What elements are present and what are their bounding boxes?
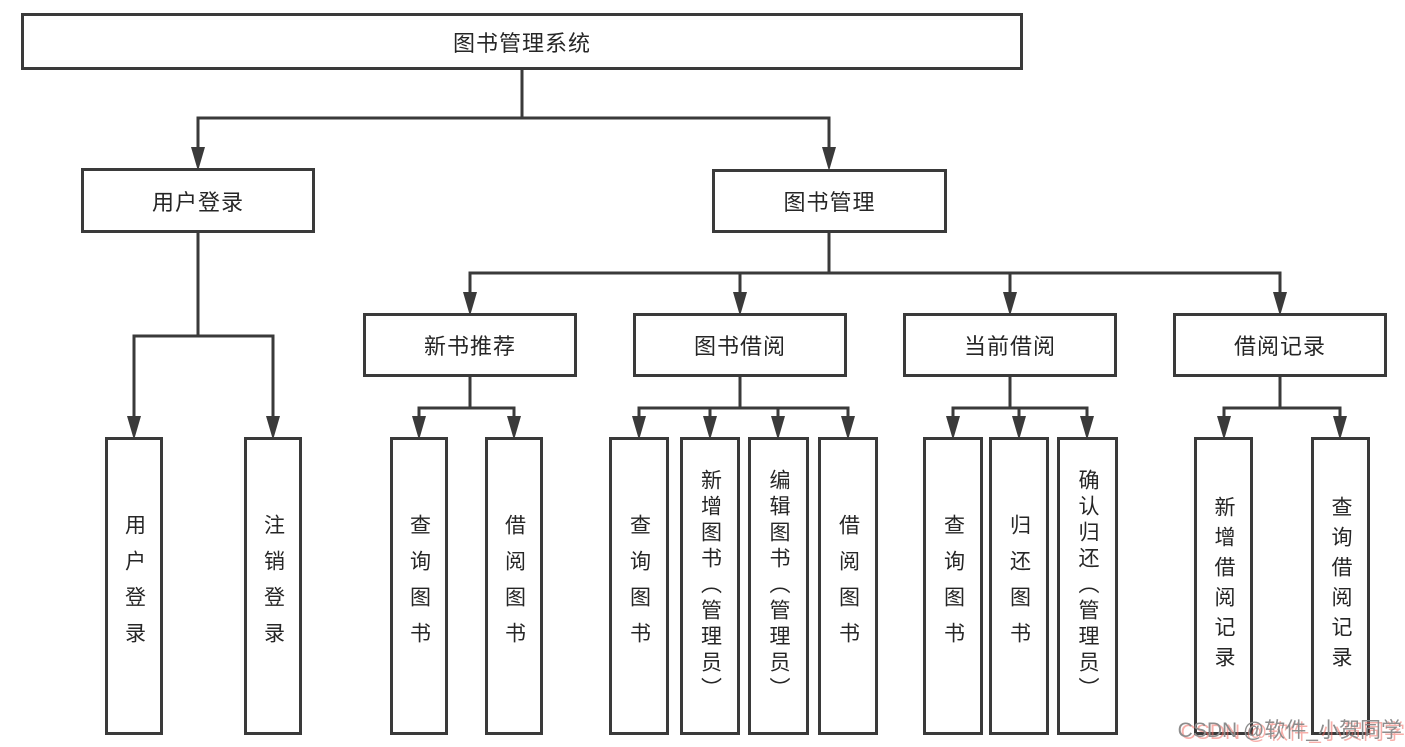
leaf-user-login-label: 用户登录 [122,514,146,658]
leaf-query-books-borrow: 查询图书 [609,437,669,735]
leaf-query-books-recommend: 查询图书 [390,437,448,735]
node-user-login-branch: 用户登录 [81,168,315,233]
node-borrow-records-label: 借阅记录 [1233,334,1326,359]
leaf-query-books-label: 查询图书 [627,514,651,658]
leaf-add-books-label: 新增图书（管理员） [698,469,722,703]
arrow-down-icon [412,416,426,440]
node-root-system: 图书管理系统 [21,13,1023,70]
arrow-down-icon [1012,416,1026,440]
leaf-query-books-label: 查询图书 [407,514,431,658]
arrow-down-icon [463,292,477,316]
leaf-borrow-books-recommend: 借阅图书 [485,437,543,735]
arrow-down-icon [1273,292,1287,316]
arrow-down-icon [1003,292,1017,316]
leaf-edit-books-admin: 编辑图书（管理员） [748,437,809,735]
leaf-confirm-return-admin: 确认归还（管理员） [1057,437,1118,735]
node-borrow-records: 借阅记录 [1173,313,1387,377]
node-current-borrow-label: 当前借阅 [963,334,1056,359]
arrow-down-icon [733,292,747,316]
arrow-down-icon [191,147,205,171]
leaf-logout: 注销登录 [244,437,302,735]
leaf-user-login: 用户登录 [105,437,163,735]
leaf-borrow-books: 借阅图书 [818,437,878,735]
leaf-query-borrow-record-label: 查询借阅记录 [1329,496,1352,676]
arrowheads [127,147,1347,440]
arrow-down-icon [946,416,960,440]
arrow-down-icon [266,416,280,440]
leaf-add-books-admin: 新增图书（管理员） [680,437,740,735]
arrow-down-icon [703,416,717,440]
leaf-query-borrow-record: 查询借阅记录 [1311,437,1370,735]
node-book-borrow-label: 图书借阅 [693,334,786,359]
node-new-book-recommend: 新书推荐 [363,313,577,377]
node-book-mgmt-label: 图书管理 [783,190,876,215]
arrow-down-icon [771,416,785,440]
leaf-query-books-current: 查询图书 [923,437,983,735]
node-user-login-label: 用户登录 [151,189,244,215]
leaf-return-books-label: 归还图书 [1007,514,1031,658]
leaf-add-borrow-record: 新增借阅记录 [1194,437,1253,735]
leaf-borrow-books-label: 借阅图书 [502,514,526,658]
node-root-label: 图书管理系统 [452,30,591,56]
node-book-mgmt-branch: 图书管理 [712,169,947,233]
leaf-return-books: 归还图书 [989,437,1049,735]
arrow-down-icon [1080,416,1094,440]
node-current-borrow: 当前借阅 [903,313,1117,377]
arrow-down-icon [1217,416,1231,440]
arrow-down-icon [841,416,855,440]
arrow-down-icon [1333,416,1347,440]
watermark: CSDN @软件_小贺同学 [1177,719,1402,742]
leaf-logout-label: 注销登录 [261,514,285,658]
arrow-down-icon [822,147,836,171]
leaf-add-borrow-record-label: 新增借阅记录 [1212,496,1235,676]
node-book-borrow: 图书借阅 [633,313,847,377]
arrow-down-icon [632,416,646,440]
leaf-borrow-books-label: 借阅图书 [836,514,860,658]
arrow-down-icon [507,416,521,440]
arrow-down-icon [127,416,141,440]
leaf-edit-books-label: 编辑图书（管理员） [767,469,790,703]
node-new-book-recommend-label: 新书推荐 [423,334,516,359]
leaf-confirm-return-label: 确认归还（管理员） [1076,469,1099,703]
leaf-query-books-label: 查询图书 [941,514,965,658]
